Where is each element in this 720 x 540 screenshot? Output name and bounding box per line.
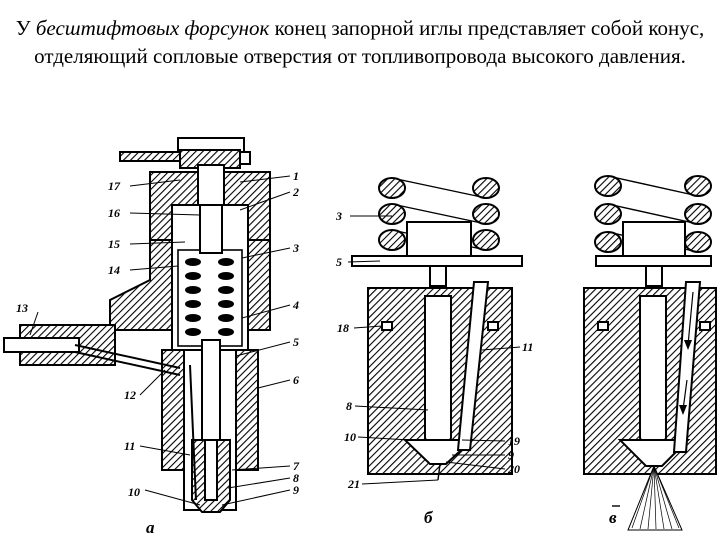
label-1: 1 <box>293 169 299 183</box>
label-14: 14 <box>108 263 120 277</box>
label-16: 16 <box>108 206 120 220</box>
label-9: 9 <box>293 483 299 497</box>
heading-emphasis: бесштифтовых форсунок <box>35 16 270 40</box>
label-4: 4 <box>292 298 299 312</box>
figure-c-labels: в <box>609 508 617 527</box>
figure-a-labels: 17 16 15 14 13 12 11 10 1 2 3 4 5 6 7 8 … <box>16 169 300 537</box>
label-21: 21 <box>347 477 360 491</box>
figure-a-drawing <box>3 137 271 513</box>
label-10: 10 <box>344 430 356 444</box>
label-12: 12 <box>124 388 136 402</box>
label-10: 10 <box>128 485 140 499</box>
label-8: 8 <box>346 399 352 413</box>
caption-a: а <box>146 518 155 537</box>
label-20: 20 <box>507 462 520 476</box>
label-19: 19 <box>508 434 520 448</box>
slide-heading: У бесштифтовых форсунок конец запорной и… <box>10 14 710 70</box>
figure-a-leaders <box>29 175 291 506</box>
caption-b: б <box>424 508 434 527</box>
label-8: 8 <box>293 471 299 485</box>
figure-b-leaders <box>347 215 521 485</box>
figure-b-drawing <box>351 177 523 481</box>
label-3: 3 <box>292 241 299 255</box>
label-7: 7 <box>293 459 300 473</box>
label-6: 6 <box>293 373 299 387</box>
label-18: 18 <box>337 321 349 335</box>
label-17: 17 <box>108 179 121 193</box>
label-5: 5 <box>293 335 299 349</box>
caption-c: в <box>609 508 617 527</box>
heading-prefix: У <box>15 16 36 40</box>
label-11: 11 <box>522 340 533 354</box>
figure-c-drawing <box>583 175 717 531</box>
label-5: 5 <box>336 255 342 269</box>
label-11: 11 <box>124 439 135 453</box>
label-9: 9 <box>508 448 514 462</box>
label-2: 2 <box>292 185 299 199</box>
label-3: 3 <box>335 209 342 223</box>
label-13: 13 <box>16 301 28 315</box>
heading-rest: конец запорной иглы представляет собой к… <box>34 16 705 68</box>
figure-b-labels: 3 5 18 8 10 21 11 19 9 20 б <box>335 209 533 527</box>
label-15: 15 <box>108 237 120 251</box>
